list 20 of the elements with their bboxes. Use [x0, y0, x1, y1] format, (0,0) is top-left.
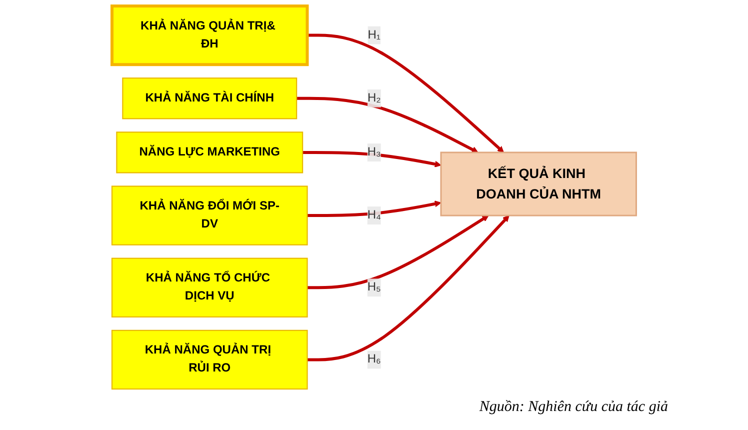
node-box: KHẢ NĂNG QUẢN TRỊ& ĐH [110, 4, 309, 66]
edge-label: H₅ [367, 280, 381, 294]
node-box: KHẢ NĂNG TÀI CHÍNH [122, 78, 297, 120]
node-box: KẾT QUẢ KINH DOANH CỦA NHTM [440, 152, 637, 216]
arrow [296, 96, 478, 153]
caption: Nguồn: Nghiên cứu của tác giả [479, 399, 668, 416]
node-box: KHẢ NĂNG QUẢN TRỊ RỦI RO [111, 330, 308, 390]
arrow [307, 200, 442, 218]
arrow [302, 150, 442, 168]
edge-label: H₂ [367, 92, 381, 104]
edge-label: H₁ [368, 28, 380, 42]
node-box: KHẢ NĂNG TỔ CHỨC DỊCH VỤ [111, 258, 308, 318]
node-box: NĂNG LỰC MARKETING [116, 132, 303, 174]
arrow [307, 215, 489, 290]
edge-label: H₆ [367, 352, 381, 366]
edge-label: H₄ [367, 208, 381, 222]
edge-label: H₃ [367, 146, 381, 158]
arrow [307, 34, 504, 153]
arrow [307, 215, 510, 362]
node-box: KHẢ NĂNG ĐỔI MỚI SP-DV [111, 186, 308, 246]
